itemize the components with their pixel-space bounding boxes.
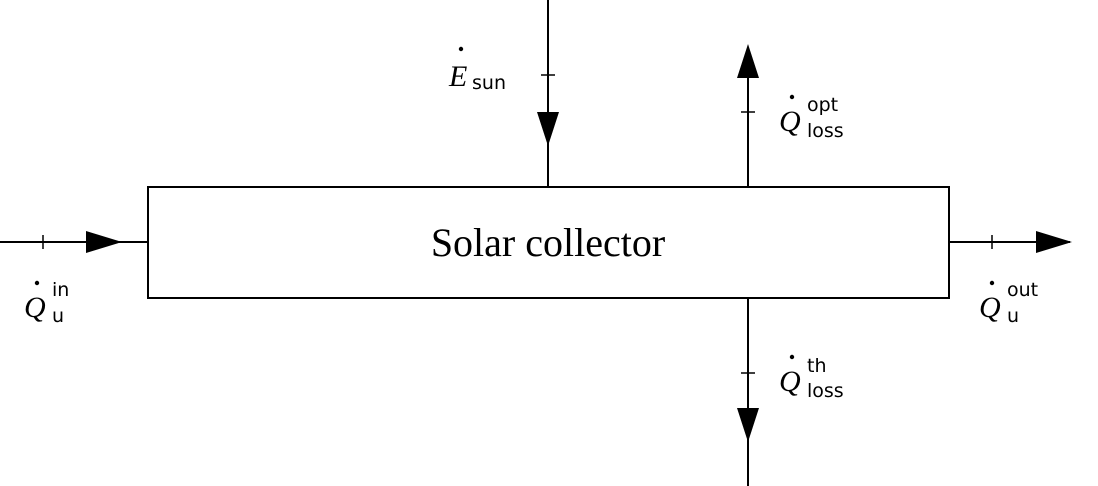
- optical-loss-flow: [737, 44, 759, 187]
- svg-text:in: in: [52, 279, 69, 301]
- outlet-flow: [949, 231, 1072, 253]
- sun-flow-symbol: E: [448, 60, 467, 93]
- sun-flow-subscript: sun: [472, 72, 506, 94]
- optical-loss-arrowhead: [737, 44, 759, 78]
- collector-box: [147, 186, 950, 299]
- svg-text:u: u: [52, 305, 64, 327]
- optical-loss-subscript: loss: [807, 120, 844, 142]
- thermal-loss-flow: [737, 298, 759, 486]
- outlet-subscript: u: [1007, 305, 1019, 327]
- svg-text:u: u: [1007, 305, 1019, 327]
- outlet-label: Q out u: [979, 279, 1038, 327]
- thermal-loss-arrowhead: [737, 408, 759, 442]
- svg-text:E: E: [448, 60, 467, 93]
- outlet-flow-arrowhead: [1036, 231, 1072, 253]
- optical-loss-symbol: Q: [779, 105, 801, 138]
- thermal-loss-symbol: Q: [779, 365, 801, 398]
- svg-text:Q: Q: [779, 365, 801, 398]
- sun-flow: [537, 0, 559, 187]
- inlet-subscript: u: [52, 305, 64, 327]
- svg-text:Q: Q: [24, 291, 46, 324]
- svg-text:loss: loss: [807, 380, 844, 402]
- inlet-symbol: Q: [24, 291, 46, 324]
- outlet-superscript: out: [1007, 279, 1038, 301]
- sun-flow-dot: [458, 46, 464, 52]
- thermal-loss-superscript: th: [807, 355, 827, 377]
- optical-loss-dot: [789, 94, 795, 100]
- inlet-flow: [0, 231, 148, 253]
- sun-flow-label: E sun: [448, 46, 506, 94]
- thermal-loss-dot: [789, 354, 795, 360]
- inlet-flow-arrowhead: [86, 231, 122, 253]
- outlet-dot: [989, 280, 995, 286]
- sun-flow-arrowhead: [537, 112, 559, 146]
- inlet-dot: [34, 280, 40, 286]
- svg-text:Q: Q: [979, 291, 1001, 324]
- outlet-symbol: Q: [979, 291, 1001, 324]
- optical-loss-label: Q opt loss: [779, 94, 844, 142]
- inlet-label: Q in u: [24, 279, 69, 327]
- svg-text:loss: loss: [807, 120, 844, 142]
- svg-text:out: out: [1007, 279, 1038, 301]
- thermal-loss-subscript: loss: [807, 380, 844, 402]
- optical-loss-superscript: opt: [807, 94, 838, 116]
- svg-text:Q: Q: [779, 105, 801, 138]
- svg-text:th: th: [807, 355, 827, 377]
- svg-text:sun: sun: [472, 72, 506, 94]
- collector-label: Solar collector: [431, 220, 665, 265]
- thermal-loss-label: Q th loss: [779, 354, 844, 402]
- inlet-superscript: in: [52, 279, 69, 301]
- svg-text:opt: opt: [807, 94, 838, 116]
